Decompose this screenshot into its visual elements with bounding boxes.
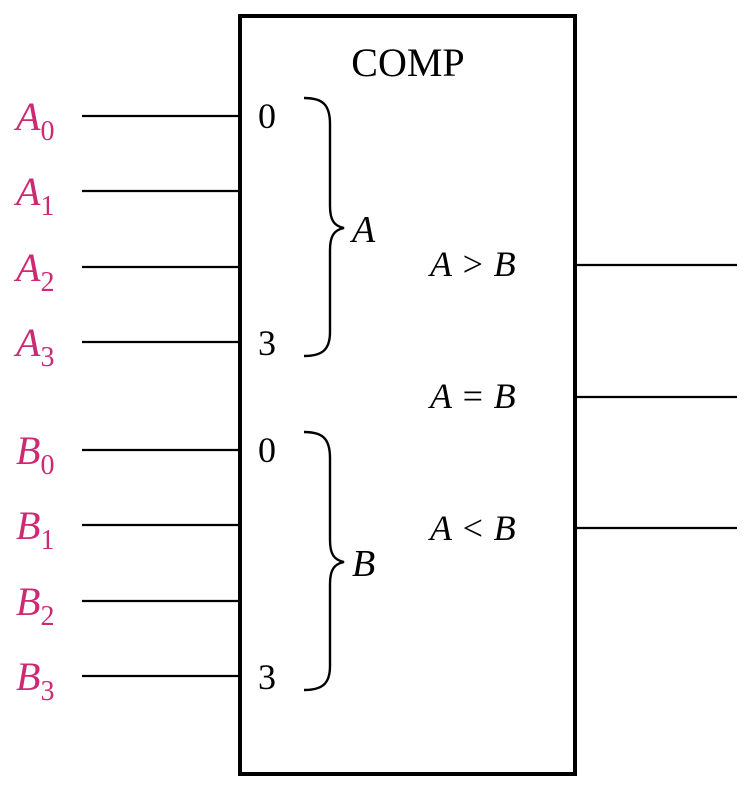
pin-a-last: 3 [258, 323, 276, 363]
group-label-b: B [352, 543, 375, 585]
input-label-b2: B2 [16, 579, 54, 632]
brace-b-icon [303, 430, 345, 692]
comparator-block [238, 14, 577, 776]
pin-b-first: 0 [258, 430, 276, 470]
output-label-less: A < B [428, 508, 516, 548]
input-label-b0: B0 [16, 428, 54, 481]
input-label-a3: A3 [13, 320, 54, 373]
input-label-a0: A0 [13, 94, 54, 147]
brace-a-icon [303, 96, 345, 358]
pin-b-last: 3 [258, 657, 276, 697]
input-label-a2: A2 [13, 245, 54, 298]
output-label-greater: A > B [428, 244, 516, 284]
pin-a-first: 0 [258, 96, 276, 136]
block-title: COMP [351, 40, 464, 85]
input-label-b1: B1 [16, 503, 54, 556]
input-label-a1: A1 [13, 169, 54, 222]
group-label-a: A [349, 209, 376, 251]
input-label-b3: B3 [16, 654, 54, 707]
output-label-equal: A = B [428, 376, 516, 416]
